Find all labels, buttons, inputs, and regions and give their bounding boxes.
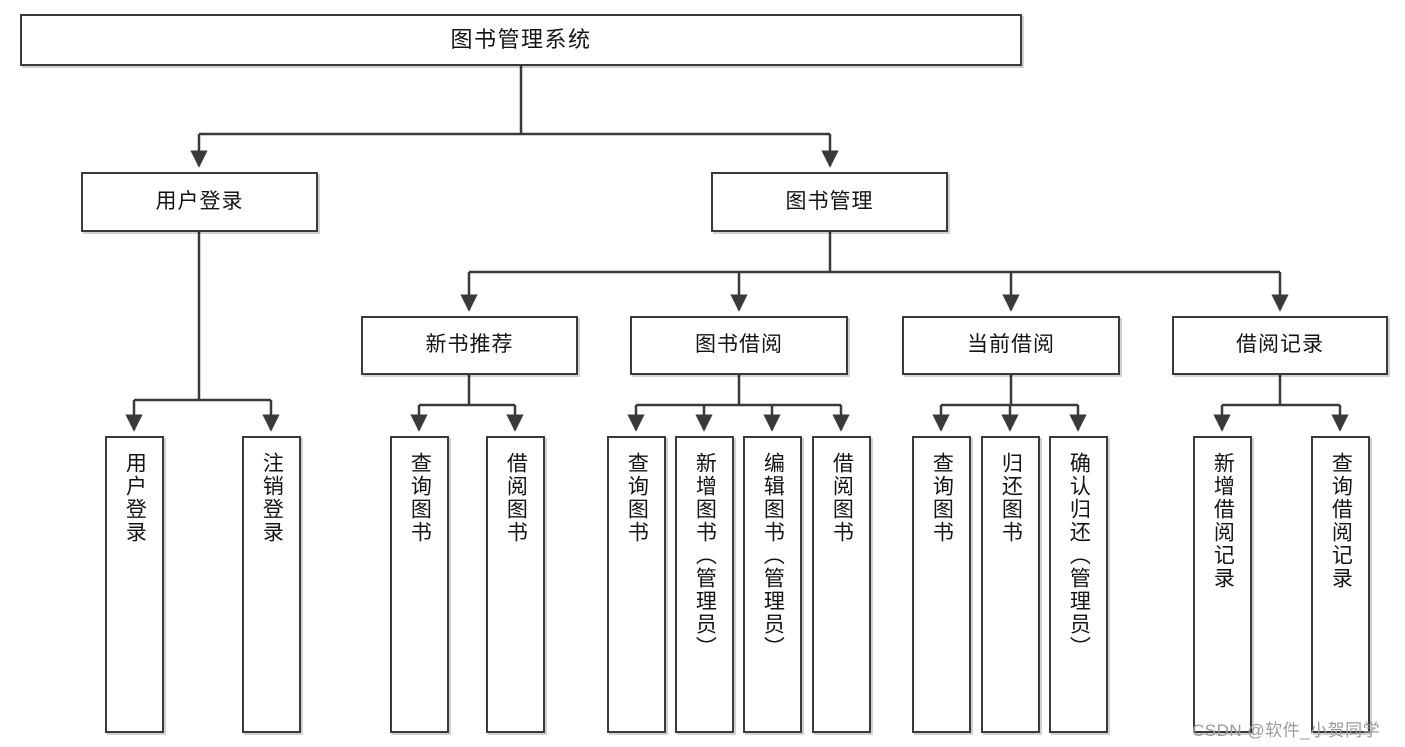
node-label: 新增借阅记录	[1211, 452, 1235, 590]
node-label: 图书借阅	[695, 333, 783, 357]
leaf-add-book-admin[interactable]: 新增图书（管理员）	[675, 436, 734, 733]
leaf-logout[interactable]: 注销登录	[242, 436, 301, 733]
node-label: 借阅图书	[830, 452, 854, 544]
node-label: 编辑图书（管理员）	[761, 452, 785, 659]
node-label: 查询图书	[930, 452, 954, 544]
leaf-query-book-current[interactable]: 查询图书	[912, 436, 971, 733]
node-label: 当前借阅	[967, 333, 1055, 357]
node-label: 归还图书	[999, 452, 1023, 544]
leaf-add-borrow-record[interactable]: 新增借阅记录	[1193, 436, 1252, 733]
node-book-management[interactable]: 图书管理	[711, 172, 948, 232]
node-label: 查询借阅记录	[1329, 452, 1353, 590]
node-label: 查询图书	[625, 452, 649, 544]
csdn-watermark: CSDN @软件_小贺同学	[1192, 721, 1381, 740]
node-book-borrow[interactable]: 图书借阅	[630, 316, 848, 375]
leaf-query-book-recommend[interactable]: 查询图书	[390, 436, 449, 733]
leaf-query-book-borrow[interactable]: 查询图书	[607, 436, 666, 733]
node-label: 新书推荐	[425, 333, 514, 357]
node-label: 借阅记录	[1236, 333, 1324, 357]
node-label: 新增图书（管理员）	[693, 452, 717, 659]
leaf-return-book[interactable]: 归还图书	[981, 436, 1040, 733]
node-label: 用户登录	[123, 452, 147, 544]
node-new-book-recommend[interactable]: 新书推荐	[361, 316, 578, 375]
node-label: 确认归还（管理员）	[1067, 452, 1091, 659]
leaf-query-borrow-record[interactable]: 查询借阅记录	[1311, 436, 1370, 733]
node-label: 查询图书	[408, 452, 432, 544]
leaf-user-login[interactable]: 用户登录	[105, 436, 164, 733]
node-label: 借阅图书	[504, 452, 528, 544]
leaf-confirm-return-admin[interactable]: 确认归还（管理员）	[1049, 436, 1108, 733]
node-label: 图书管理	[785, 189, 874, 213]
node-label: 图书管理系统	[450, 27, 592, 53]
leaf-edit-book-admin[interactable]: 编辑图书（管理员）	[743, 436, 802, 733]
node-borrow-record[interactable]: 借阅记录	[1172, 316, 1388, 375]
node-root-system[interactable]: 图书管理系统	[20, 14, 1022, 66]
leaf-borrow-book[interactable]: 借阅图书	[812, 436, 871, 733]
node-label: 用户登录	[155, 189, 244, 213]
node-user-login[interactable]: 用户登录	[81, 172, 318, 232]
node-current-borrow[interactable]: 当前借阅	[902, 316, 1120, 375]
leaf-borrow-book-recommend[interactable]: 借阅图书	[486, 436, 545, 733]
node-label: 注销登录	[260, 452, 284, 544]
